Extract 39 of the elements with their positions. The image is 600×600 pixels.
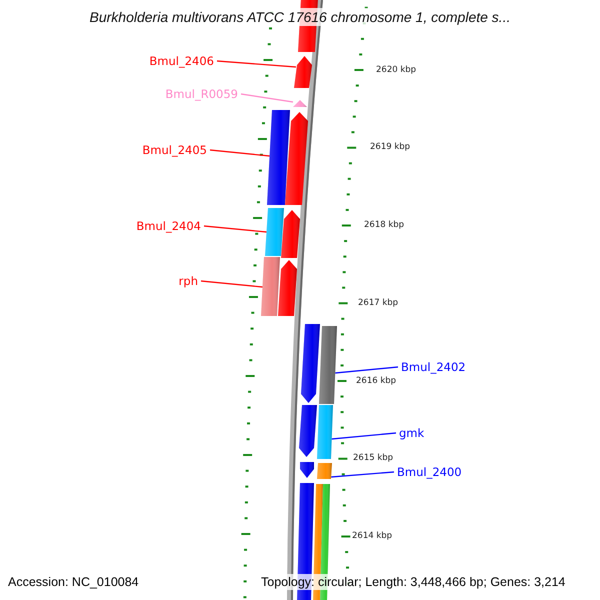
tick-label: 2617 kbp: [358, 298, 398, 309]
gene-segment: [300, 462, 314, 478]
tick-label: 2620 kbp: [376, 65, 416, 76]
gene-label: Bmul_2400: [397, 465, 462, 479]
leader-line: [332, 432, 396, 440]
gene-segment: [294, 56, 312, 88]
gene-block: [265, 208, 284, 256]
gene-segment: [285, 112, 308, 205]
gene-label: Bmul_R0059: [165, 87, 238, 101]
leader-line: [335, 366, 398, 374]
leader-line: [200, 280, 263, 288]
gene-block: [317, 463, 332, 479]
tick-label: 2618 kbp: [364, 220, 404, 231]
tick-label: 2614 kbp: [352, 531, 392, 542]
leader-line: [204, 225, 267, 233]
tick-label: 2619 kbp: [370, 142, 410, 153]
gene-label: gmk: [399, 426, 424, 440]
gene-segment: [278, 260, 297, 316]
gene-block: [261, 257, 280, 316]
gene-block: [267, 110, 290, 205]
gene-segment: [299, 405, 317, 457]
gene-block: [317, 405, 333, 459]
gene-segment: [293, 100, 307, 107]
gene-label: Bmul_2404: [136, 219, 201, 233]
gene-label: Bmul_2402: [401, 360, 466, 374]
gene-label: rph: [178, 274, 198, 288]
gene-segment: [281, 210, 300, 258]
gene-segment: [301, 324, 320, 403]
leader-line: [216, 60, 296, 68]
topology-text: Topology: circular; Length: 3,448,466 bp; Genes: 3,214: [259, 574, 568, 590]
accession-text: Accession: NC_010084: [6, 574, 141, 590]
tick-label: 2615 kbp: [353, 453, 394, 464]
leader-line: [331, 471, 394, 478]
leader-line: [240, 93, 294, 103]
gene-label: Bmul_2406: [149, 54, 214, 68]
tick-label: 2616 kbp: [356, 376, 396, 387]
gene-block: [319, 326, 337, 404]
gene-label: Bmul_2405: [142, 143, 207, 157]
leader-line: [210, 149, 270, 157]
